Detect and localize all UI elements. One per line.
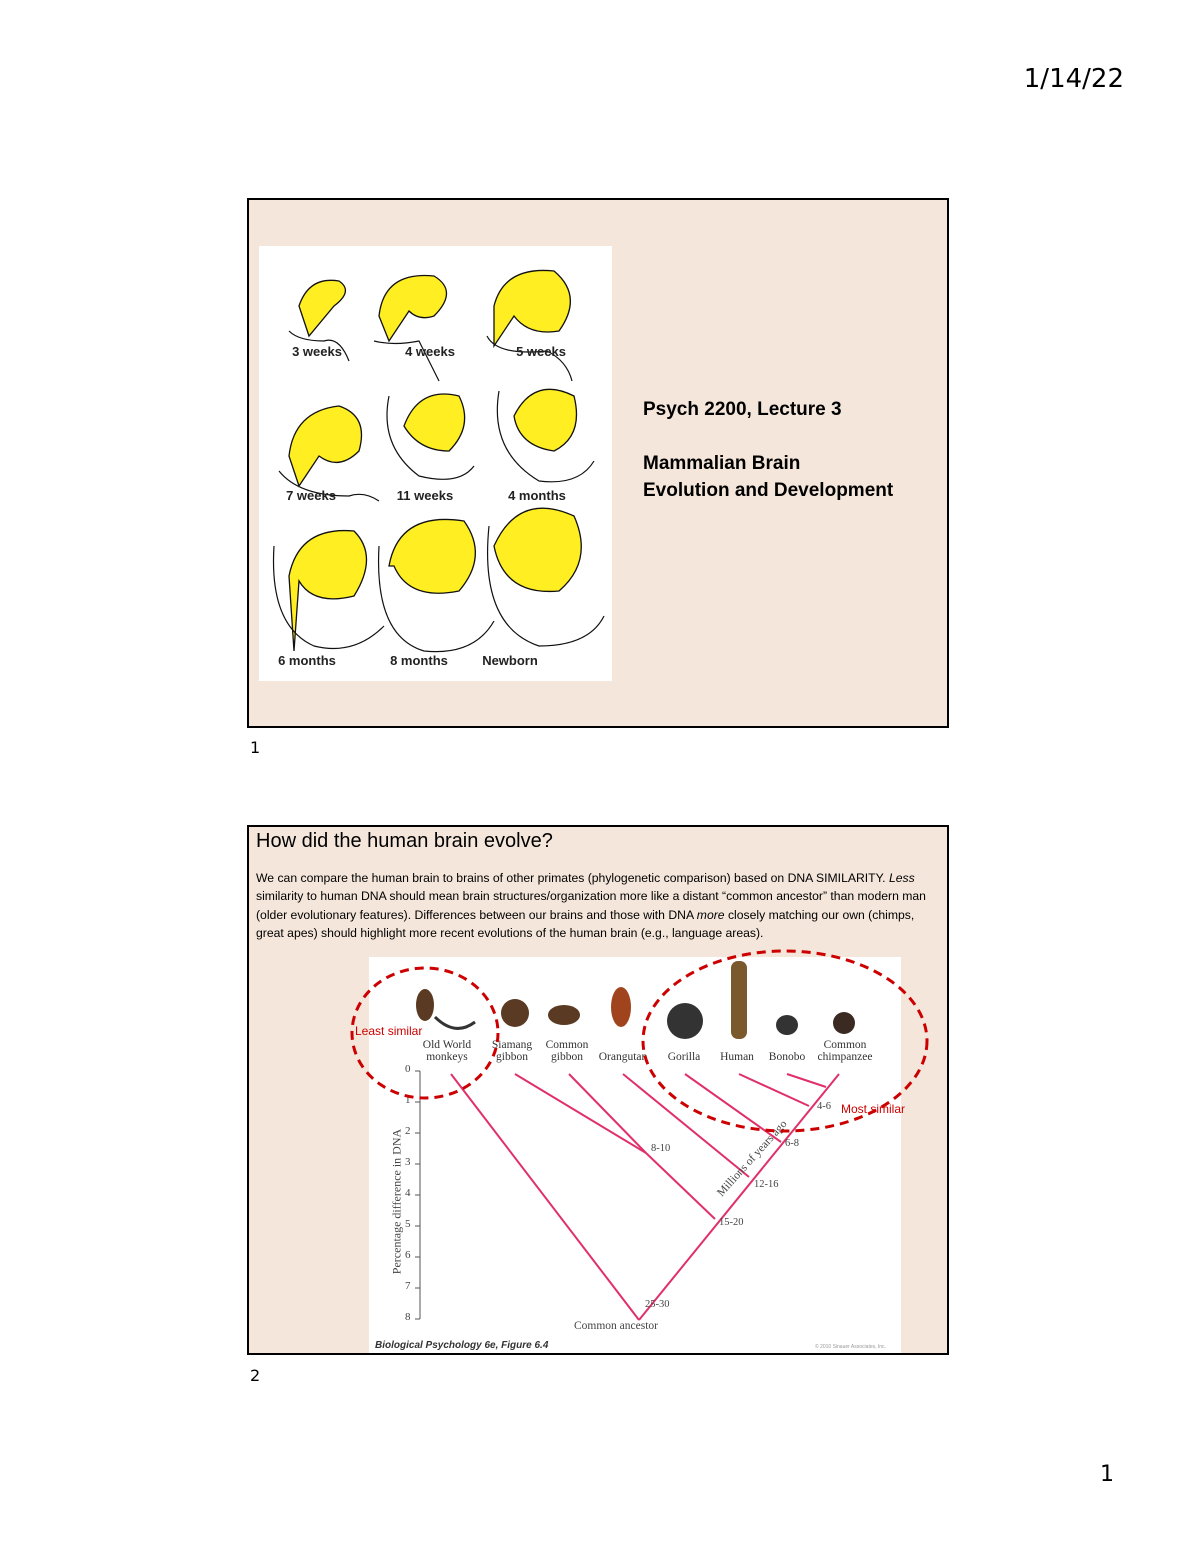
species-label: Common	[545, 1039, 589, 1051]
species-label: Human	[720, 1051, 754, 1063]
node-label: 12-16	[754, 1179, 779, 1190]
axis-tick: 3	[405, 1156, 411, 1168]
species-label: Bonobo	[768, 1051, 806, 1063]
stage-label: 8 months	[390, 653, 448, 668]
brain-illustrations	[272, 269, 605, 653]
axis-tick: 7	[405, 1280, 411, 1292]
stage-label: 3 weeks	[292, 344, 342, 359]
body-emphasis-more: more	[696, 907, 725, 922]
dna-axis	[415, 1070, 421, 1320]
stage-label: 4 months	[508, 488, 566, 503]
species-label: Old World	[422, 1039, 472, 1051]
stage-label: 7 weeks	[286, 488, 336, 503]
root-label: Common ancestor	[574, 1320, 658, 1332]
brain-6-months	[288, 529, 367, 652]
gibbon-icon	[548, 1005, 580, 1025]
stage-label: Newborn	[482, 653, 538, 668]
body-emphasis-less: Less	[888, 871, 915, 885]
species-label: Gorilla	[667, 1051, 701, 1063]
phylogenetic-tree-figure: Old World monkeys Siamang gibbon Common …	[369, 957, 901, 1353]
axis-tick: 5	[405, 1218, 411, 1230]
axis-tick: 6	[405, 1249, 411, 1261]
species-label: Siamang	[491, 1039, 533, 1051]
slide-2: How did the human brain evolve? We can c…	[247, 825, 949, 1355]
species-label: monkeys	[426, 1051, 468, 1063]
slide-number-2: 2	[250, 1366, 261, 1385]
most-similar-circle	[641, 949, 929, 1133]
monkey-icon	[416, 989, 434, 1021]
siamang-icon	[501, 999, 529, 1027]
bonobo-icon	[776, 1015, 798, 1035]
least-similar-circle	[350, 966, 500, 1100]
gorilla-icon	[667, 1003, 703, 1039]
body-sentence-3: closely matching our own (chimps, great …	[256, 907, 915, 941]
node-label: 6-8	[785, 1138, 799, 1149]
stage-label: 11 weeks	[396, 488, 454, 503]
node-label: 4-6	[817, 1101, 831, 1112]
slide-1: 3 weeks 4 weeks 5 weeks 7 weeks 11 weeks…	[247, 198, 949, 728]
node-label: 25-30	[645, 1299, 670, 1310]
axis-tick: 2	[405, 1125, 411, 1137]
least-similar-annotation: Least similar	[355, 1024, 423, 1038]
page-number: 1	[1100, 1462, 1114, 1487]
brain-4-weeks	[378, 274, 448, 343]
orangutan-icon	[611, 987, 631, 1027]
node-label: 15-20	[719, 1217, 744, 1228]
brain-3-weeks	[298, 279, 346, 338]
figure-caption: Biological Psychology 6e, Figure 6.4	[375, 1340, 549, 1351]
axis-tick: 0	[405, 1063, 411, 1075]
stage-label: 4 weeks	[405, 344, 455, 359]
phylogenetic-tree	[415, 961, 855, 1321]
stage-label: 6 months	[278, 653, 336, 668]
annotation-overlay	[350, 949, 929, 1133]
lecture-topic-line-2: Evolution and Development	[643, 480, 894, 501]
brain-newborn	[493, 507, 582, 593]
primate-icons	[416, 961, 855, 1039]
course-title: Psych 2200, Lecture 3	[643, 399, 842, 420]
node-label: 8-10	[651, 1143, 671, 1154]
brain-8-months	[388, 518, 476, 594]
stage-label: 5 weeks	[516, 344, 566, 359]
slide-1-title-block: Psych 2200, Lecture 3 Mammalian Brain Ev…	[643, 396, 893, 504]
axis-tick: 8	[405, 1311, 411, 1323]
axis-tick: 1	[405, 1094, 411, 1106]
slide-2-title: How did the human brain evolve?	[256, 830, 553, 852]
body-sentence-2: similarity to human DNA should mean brai…	[256, 889, 926, 922]
axis-tick: 4	[405, 1187, 411, 1199]
species-label: Orangutan	[598, 1051, 648, 1063]
brain-4-months	[513, 388, 578, 452]
species-label: gibbon	[496, 1051, 528, 1063]
lecture-topic-line-1: Mammalian Brain	[643, 453, 801, 474]
page-date: 1/14/22	[1023, 64, 1124, 94]
most-similar-annotation: Most similar	[841, 1102, 906, 1116]
brain-7-weeks	[288, 405, 363, 488]
brain-11-weeks	[403, 393, 466, 452]
species-label: chimpanzee	[817, 1051, 873, 1063]
tree-branches	[450, 1073, 840, 1321]
slide-2-body: We can compare the human brain to brains…	[256, 869, 941, 943]
slide-number-1: 1	[250, 738, 261, 757]
chimpanzee-icon	[833, 1012, 855, 1034]
body-sentence-1: We can compare the human brain to brains…	[256, 871, 886, 885]
brain-development-figure: 3 weeks 4 weeks 5 weeks 7 weeks 11 weeks…	[259, 246, 612, 681]
brain-5-weeks	[493, 269, 572, 349]
species-label: Common	[823, 1039, 867, 1051]
human-icon	[731, 961, 747, 1039]
species-label: gibbon	[551, 1051, 583, 1063]
figure-copyright: © 2010 Sinauer Associates, Inc.	[815, 1344, 886, 1350]
